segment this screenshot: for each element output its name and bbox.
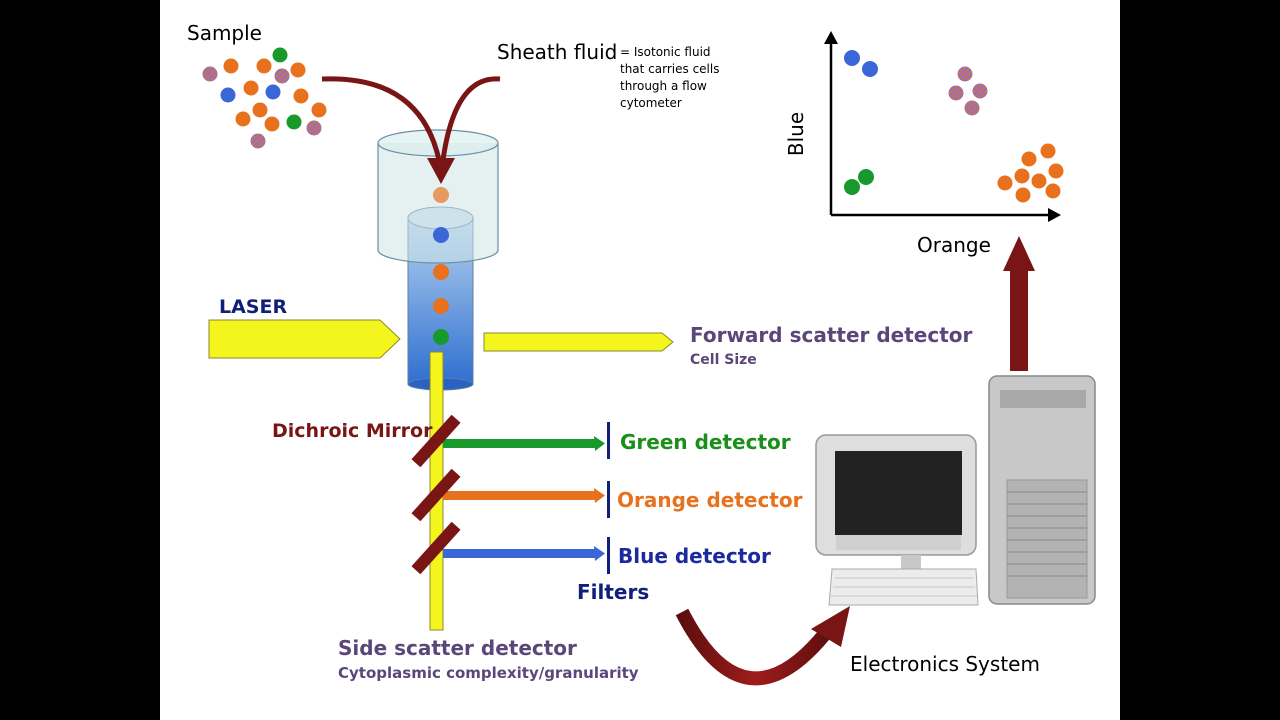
dichroic-mirror-label: Dichroic Mirror — [272, 420, 433, 442]
forward-scatter-label: Forward scatter detector — [690, 323, 973, 347]
slide: Sample Sheath fluid = Isotonic fluid tha… — [160, 0, 1120, 720]
cytoplasmic-label: Cytoplasmic complexity/granularity — [338, 664, 639, 682]
side-scatter-label: Side scatter detector — [338, 636, 577, 660]
scatter-plot — [824, 31, 1064, 222]
dichroic-mirrors — [411, 414, 461, 575]
blue-detector-label: Blue detector — [618, 544, 771, 568]
computer — [815, 375, 1096, 606]
orange-filter — [607, 481, 610, 518]
blue-detector-beam — [443, 546, 605, 561]
filters-label: Filters — [577, 580, 650, 604]
tube-cells — [433, 187, 449, 345]
blue-filter — [607, 537, 610, 574]
plot-y-axis-label: Blue — [784, 111, 809, 157]
flow-cytometry-diagram — [202, 31, 1096, 686]
orange-detector-label: Orange detector — [617, 488, 803, 512]
forward-scatter-beam — [483, 332, 674, 352]
green-filter — [607, 422, 610, 459]
sheath-fluid-arrow — [321, 76, 501, 184]
laser-label: LASER — [219, 296, 288, 318]
plot-x-axis-label: Orange — [917, 233, 991, 257]
sample-cells — [202, 47, 327, 149]
cell-size-label: Cell Size — [690, 352, 757, 368]
electronics-system-label: Electronics System — [850, 652, 1040, 676]
orange-detector-beam — [443, 488, 605, 503]
laser-arrow — [208, 319, 401, 359]
output-arrow — [1003, 236, 1035, 371]
sample-label: Sample — [187, 21, 262, 45]
sheath-cylinder — [377, 129, 499, 264]
curved-arrow — [675, 606, 850, 686]
green-detector-beam — [443, 436, 605, 451]
green-detector-label: Green detector — [620, 430, 791, 454]
sheath-fluid-definition: = Isotonic fluid that carries cells thro… — [620, 45, 720, 110]
sheath-fluid-label: Sheath fluid — [497, 40, 618, 64]
